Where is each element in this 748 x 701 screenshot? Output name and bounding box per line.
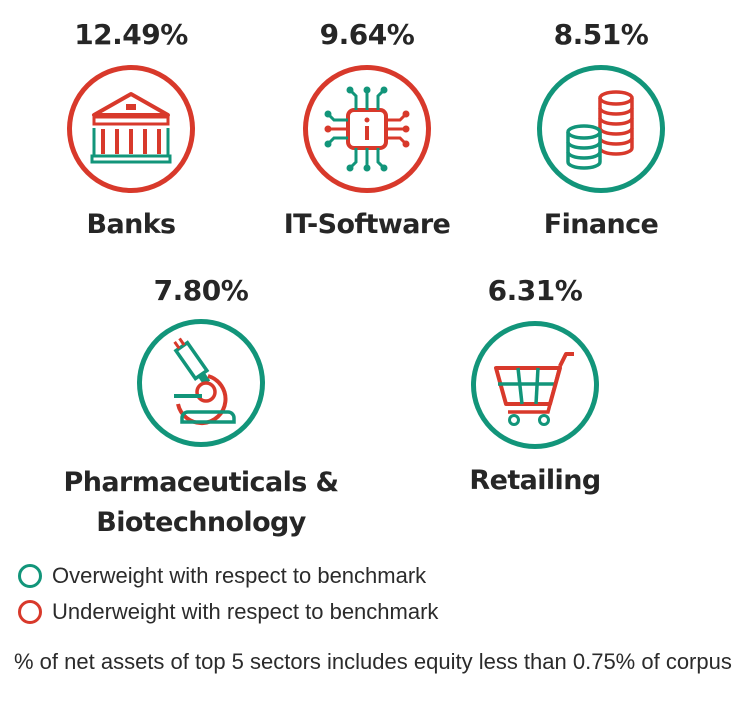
sector-banks: 12.49% Banks (66, 18, 196, 248)
coin-stack-icon (566, 90, 634, 170)
legend-underweight-label: Underweight with respect to benchmark (52, 599, 439, 624)
legend-overweight: Overweight with respect to benchmark (18, 558, 438, 594)
sector-percent: 8.51% (553, 18, 649, 51)
sector-retailing: 6.31% Retailing (469, 274, 601, 504)
legend-underweight: Underweight with respect to benchmark (18, 594, 438, 630)
sector-name-line2: Biotechnology (96, 507, 306, 538)
legend: Overweight with respect to benchmark Und… (18, 558, 438, 630)
microchip-icon (324, 86, 410, 172)
sector-name-line1: Pharmaceuticals & (63, 467, 340, 498)
shopping-cart-icon (494, 352, 574, 426)
underweight-ring (67, 65, 195, 193)
bank-icon (90, 92, 172, 164)
sector-name: IT-Software (283, 209, 451, 240)
sector-percent: 9.64% (319, 18, 415, 51)
sector-percent: 7.80% (153, 274, 249, 307)
overweight-ring (137, 319, 265, 447)
footnote: % of net assets of top 5 sectors include… (14, 649, 732, 674)
sector-name: Retailing (469, 465, 601, 496)
sector-name: Banks (86, 209, 176, 240)
underweight-ring (303, 65, 431, 193)
legend-overweight-label: Overweight with respect to benchmark (52, 563, 427, 588)
overweight-ring (471, 321, 599, 449)
sector-name: Finance (543, 209, 659, 240)
sector-it-software: 9.64% (284, 18, 451, 248)
red-circle-icon (18, 600, 42, 624)
sector-finance: 8.51% Finance (536, 18, 666, 248)
overweight-ring (537, 65, 665, 193)
sector-percent: 12.49% (74, 18, 188, 51)
microscope-icon (173, 337, 236, 426)
sector-pharma-biotech: 7.80% Pharmaceuticals & Biotechnology (64, 274, 340, 544)
sector-percent: 6.31% (487, 274, 583, 307)
green-circle-icon (18, 564, 42, 588)
